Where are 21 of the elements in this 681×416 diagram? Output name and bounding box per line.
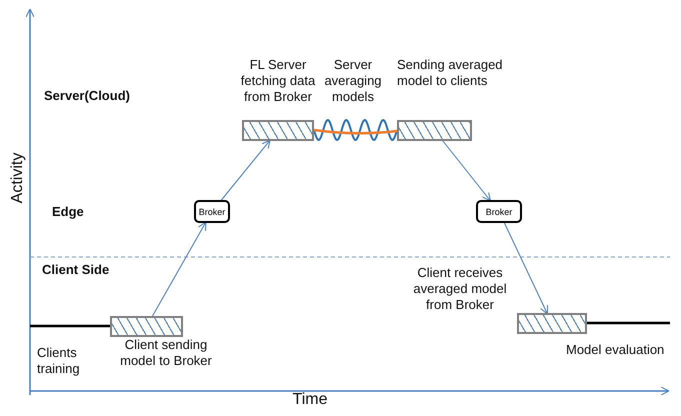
hatched-bar — [110, 316, 183, 337]
broker-box: Broker — [194, 200, 230, 223]
lane-label: Edge — [52, 204, 85, 220]
arrow — [504, 222, 548, 314]
arrow — [152, 222, 206, 316]
step-label: Sending averaged model to clients — [397, 57, 504, 89]
axis-title: Time — [292, 392, 328, 408]
step-label: FL Server fetching data from Broker — [240, 57, 316, 105]
step-label: Client sending model to Broker — [119, 337, 213, 369]
hatched-bar — [397, 120, 472, 141]
lane-label: Client Side — [42, 262, 110, 278]
lane-label: Server(Cloud) — [44, 88, 131, 104]
step-label: Clients training — [37, 345, 81, 377]
axis-title: Activity — [10, 152, 26, 206]
hatched-bar — [517, 313, 587, 334]
step-label: Model evaluation — [566, 342, 666, 358]
broker-box: Broker — [476, 200, 522, 223]
arrow — [442, 140, 491, 202]
arrow — [220, 140, 271, 200]
hatched-bar — [242, 120, 314, 141]
step-label: Client receives averaged model from Broker — [412, 265, 508, 313]
